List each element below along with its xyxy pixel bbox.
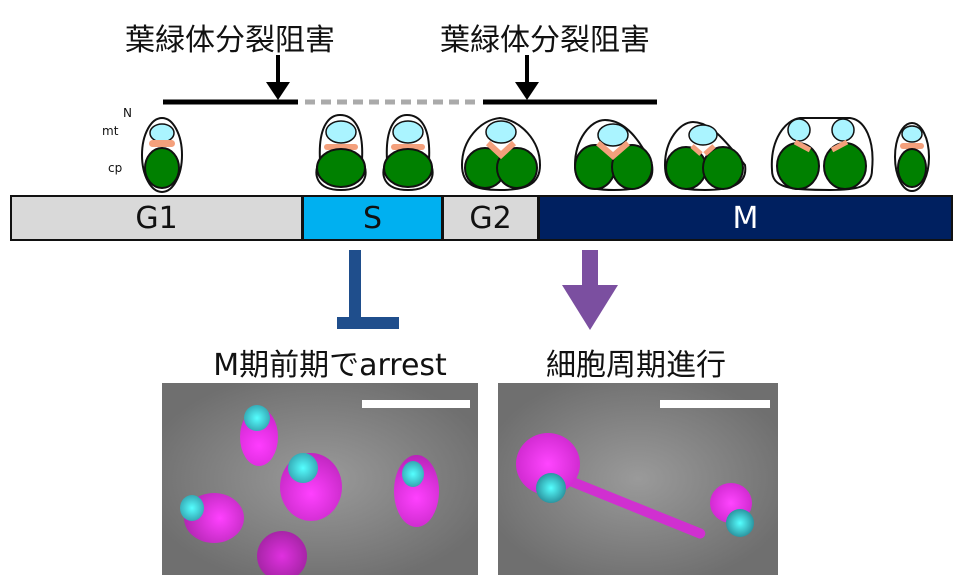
phase-g2: G2 (442, 195, 539, 241)
cell-cyan (402, 461, 424, 487)
down-arrow-icon-right (515, 55, 539, 100)
cell-m-2 (663, 120, 747, 192)
outcome-arrows (337, 250, 618, 330)
label-chloroplast: cp (108, 161, 123, 175)
cell-cyan (536, 473, 566, 503)
progress-arrow-icon (562, 250, 618, 330)
cell-cyan (244, 405, 270, 431)
phase-s: S (302, 195, 443, 241)
micrograph-progress (498, 383, 778, 575)
cell-s-2 (382, 113, 434, 192)
label-nucleus: N (123, 106, 132, 120)
inhibition-label-right: 葉緑体分裂阻害 (440, 23, 650, 58)
timeline-arrows (141, 55, 930, 193)
cell-m-3 (770, 117, 874, 192)
phase-m: M (538, 195, 953, 241)
cell-m-1 (573, 118, 654, 192)
cell-s-1 (315, 113, 367, 192)
micrograph-arrest (162, 383, 478, 575)
cell-magenta (257, 531, 307, 575)
cell-cyan (180, 495, 204, 521)
scale-bar (362, 400, 470, 408)
inhibition-label-left: 葉緑体分裂阻害 (125, 23, 335, 58)
cell-cyan (726, 509, 754, 537)
cell-daughter (894, 122, 930, 192)
scale-bar (660, 400, 770, 408)
inhibition-bar-icon (337, 250, 399, 329)
cell-g2 (460, 116, 542, 192)
label-mitochondrion: mt (102, 124, 119, 138)
cell-cyan (288, 453, 318, 483)
phase-g1: G1 (10, 195, 303, 241)
outcome-label-progress: 細胞周期進行 (546, 348, 726, 383)
down-arrow-icon-left (266, 55, 290, 100)
outcome-label-arrest: M期前期でarrest (213, 348, 447, 383)
cell-g1 (141, 117, 183, 193)
